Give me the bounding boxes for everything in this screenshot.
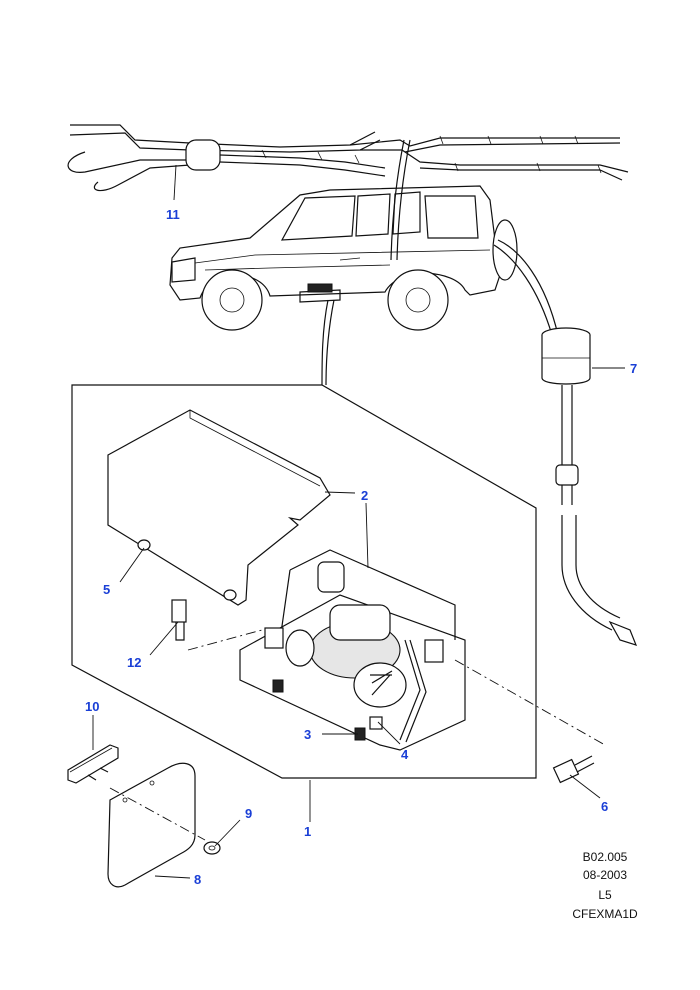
vehicle-illustration (169, 139, 559, 386)
mounting-plate (107, 762, 206, 888)
leader-lines (92, 164, 625, 879)
silencer-assembly (541, 327, 638, 646)
callout-6: 6 (601, 799, 608, 814)
pressure-switch (171, 599, 263, 651)
callout-8: 8 (194, 872, 201, 887)
compressor-unit (239, 549, 466, 751)
callout-9: 9 (245, 806, 252, 821)
callout-11: 11 (166, 207, 180, 222)
callout-7: 7 (630, 361, 637, 376)
model-code: L5 (598, 888, 612, 902)
diagram-date: 08-2003 (582, 868, 628, 882)
callout-12: 12 (127, 655, 141, 670)
callout-10: 10 (85, 699, 99, 714)
callout-2: 2 (361, 488, 368, 503)
wiring-harness (67, 124, 629, 192)
compressor-cover (107, 409, 331, 606)
callout-1: 1 (304, 824, 311, 839)
diagram-code: B02.005 (582, 850, 628, 864)
catalog-ref: CFEXMA1D (572, 907, 638, 921)
mounting-bolt (454, 659, 606, 784)
mounting-bracket (67, 744, 119, 784)
callouts: 11 2 5 12 7 3 4 6 1 10 9 8 (85, 207, 637, 887)
callout-4: 4 (401, 747, 409, 762)
callout-5: 5 (103, 582, 110, 597)
callout-3: 3 (304, 727, 311, 742)
assembly-frame (71, 384, 537, 779)
